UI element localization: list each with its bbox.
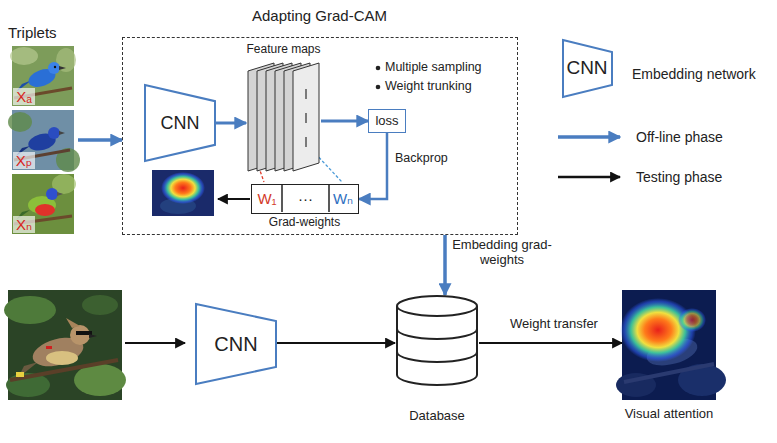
attention-image: Visual attention — [622, 290, 716, 400]
image-label: Xₚ — [13, 152, 35, 169]
database-cylinder-outline-part — [397, 296, 477, 316]
database-cylinder: Database — [395, 295, 479, 387]
flow-arrow — [216, 122, 246, 125]
flow-arrow — [359, 133, 387, 199]
bird-photo-part — [54, 66, 56, 68]
flow-arrow — [321, 120, 368, 123]
grad-weights-box: W₁···WₙGrad-weights — [251, 184, 359, 214]
bird-photo — [4, 290, 126, 400]
feature-map-stack-outline-part — [305, 89, 307, 99]
bullet-text: Multiple sampling — [385, 60, 500, 74]
weight-cell: W₁ — [252, 185, 282, 212]
image-caption: Visual attention — [610, 407, 728, 422]
bird-photo-part — [48, 62, 60, 74]
legend-text: Off-line phase — [636, 129, 771, 145]
network-name: CNN — [195, 303, 277, 385]
testing-arrow — [125, 342, 185, 344]
legend-testing-arrow — [558, 176, 620, 179]
region-heading: Adapting Grad-CAM — [123, 7, 516, 24]
feature-map-stack-outline-part — [305, 137, 307, 147]
legend-sample-text: CNN — [561, 54, 613, 82]
bird-photo-part — [8, 112, 32, 132]
cnn-trapezoid: CNN — [144, 84, 216, 162]
bird-photo — [8, 110, 80, 172]
feature-map-stack: Feature maps — [246, 61, 321, 173]
feature-map-stack-outline-part — [293, 63, 319, 171]
legend-text: Embedding network — [632, 66, 772, 82]
bird-photo-part — [66, 318, 80, 328]
network-name: CNN — [144, 84, 216, 162]
image-group: TripletsXₐXₚXₙ — [8, 20, 78, 235]
bird-photo-part — [89, 334, 97, 338]
bullet-dot — [376, 85, 381, 90]
heatmap-thumbnail-part — [161, 172, 205, 204]
bullet-dot — [376, 66, 381, 71]
attention-image-outline-part — [678, 308, 706, 332]
flow-arrow — [443, 235, 447, 295]
bird-photo-part — [46, 188, 58, 200]
bird-photo-part — [59, 66, 66, 70]
bird-photo-part — [16, 372, 24, 377]
attention-image-outline-part — [624, 364, 714, 382]
edge-label: Embedding grad-weights — [452, 238, 552, 268]
bird-photo-part — [59, 131, 65, 135]
database-cylinder-outline — [395, 295, 479, 387]
database-caption: Database — [385, 409, 489, 424]
bird-photo-part — [56, 48, 76, 72]
feature-map-stack-outline — [246, 61, 321, 173]
attention-arrow — [218, 198, 250, 200]
stack-heading: Feature maps — [240, 43, 327, 57]
edge-label: Weight transfer — [498, 317, 610, 332]
edge-label: Backprop — [395, 151, 465, 165]
bird-photo-part — [46, 346, 52, 349]
image-label: Xₐ — [13, 88, 35, 105]
cnn-trapezoid: CNN — [195, 303, 277, 385]
database-cylinder-outline-part — [397, 306, 477, 385]
bird-photo-part — [82, 295, 118, 315]
cnn-trapezoid-outline-part — [145, 85, 215, 161]
cnn-trapezoid-outline-part — [196, 304, 276, 384]
loss-box: loss — [368, 109, 406, 133]
weight-cell: ··· — [282, 185, 329, 212]
bird-photo-part — [4, 296, 56, 324]
flow-arrow — [277, 342, 395, 344]
database-cylinder-outline-part — [397, 329, 477, 339]
bird-photo-part — [10, 47, 38, 65]
grad-weights-box-outline-part — [328, 185, 330, 212]
grad-weights-box-outline-part — [281, 185, 283, 212]
feature-map-stack-outline-part — [305, 113, 307, 123]
group-heading: Triplets — [8, 24, 78, 41]
bird-photo-part — [74, 364, 126, 396]
bird-photo — [10, 46, 76, 106]
box-caption: Grad-weights — [249, 216, 360, 230]
flow-arrow — [479, 342, 622, 344]
heatmap-thumbnail-part — [152, 170, 214, 216]
bullet-text: Weight trunking — [385, 79, 500, 93]
weight-cell: Wₙ — [329, 185, 357, 212]
bird-photo-part — [57, 192, 63, 196]
bird-photo-part — [46, 351, 78, 365]
legend-text: Testing phase — [636, 169, 771, 185]
bird-photo-part — [48, 127, 60, 139]
legend-offline-arrow — [558, 135, 620, 139]
database-cylinder-outline-part — [397, 352, 477, 362]
attention-image-outline — [622, 290, 716, 400]
heatmap-thumbnail — [152, 170, 214, 216]
bird-photo — [12, 174, 76, 234]
loss-label: loss — [369, 110, 405, 132]
bird-photo-part — [35, 204, 55, 216]
image-label: Xₙ — [13, 216, 35, 233]
flow-arrow — [78, 138, 122, 142]
